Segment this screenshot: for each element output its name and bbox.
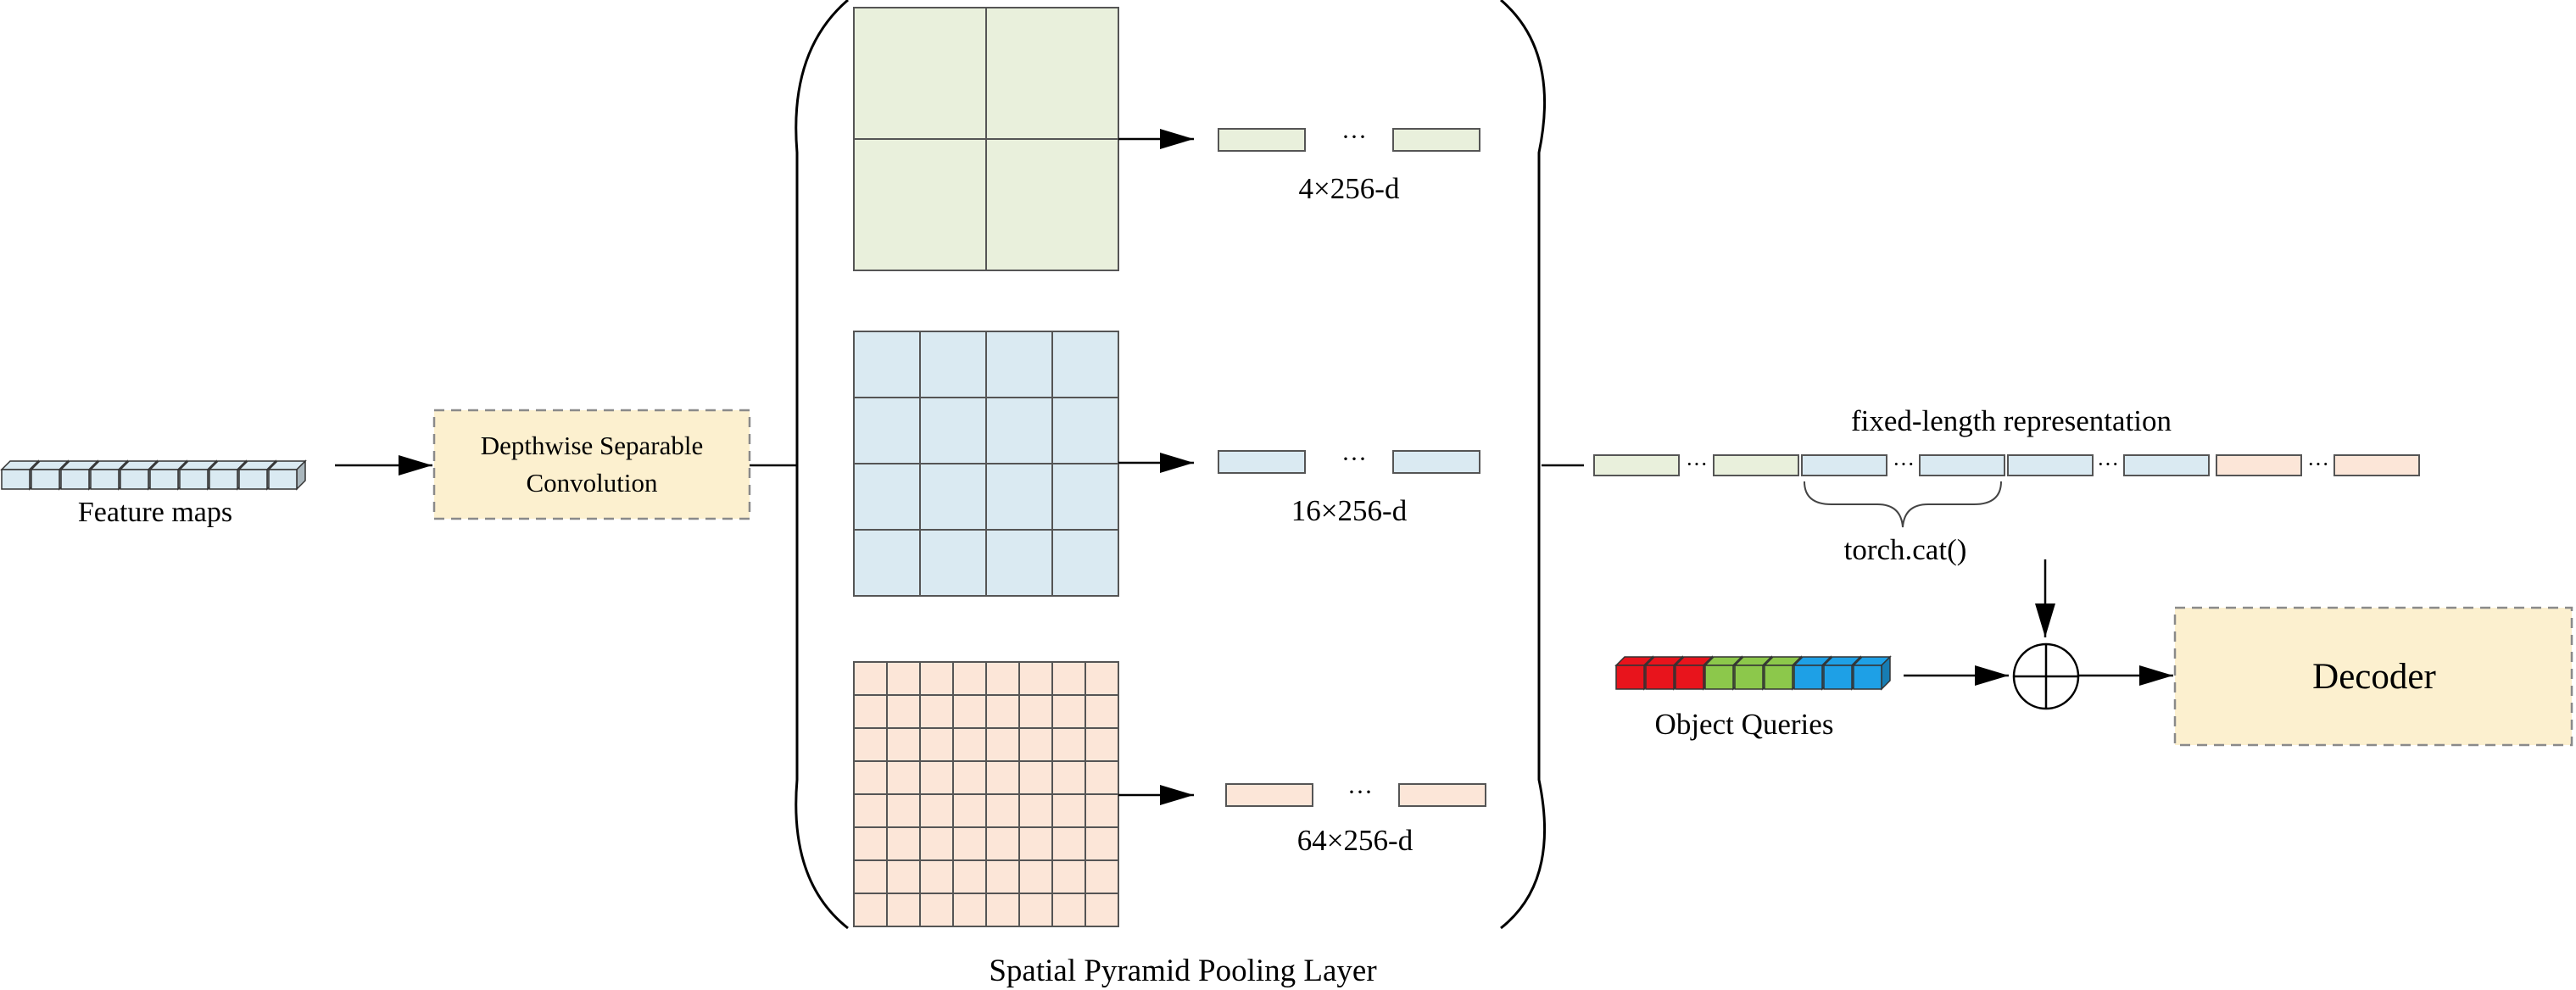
rep-green-1 xyxy=(1593,454,1680,476)
ellipsis-green: ··· xyxy=(1341,123,1367,151)
vector-blue-1 xyxy=(1218,450,1306,474)
rep-peach-2 xyxy=(2333,454,2420,476)
object-queries-cubes xyxy=(1614,655,1892,691)
object-query-cube xyxy=(1674,655,1714,691)
rep-blue-3 xyxy=(2007,454,2094,476)
object-query-cube xyxy=(1644,655,1684,691)
rep-blue-4 xyxy=(2123,454,2210,476)
label-16x256: 16×256-d xyxy=(1291,494,1408,527)
vector-blue-2 xyxy=(1392,450,1480,474)
ellipsis-peach: ··· xyxy=(1347,778,1373,806)
depthwise-conv-label-line1: Depthwise Separable xyxy=(481,431,704,460)
vector-green-2 xyxy=(1392,128,1480,152)
rep-blue-2 xyxy=(1919,454,2005,476)
label-64x256: 64×256-d xyxy=(1297,824,1413,857)
vector-peach-2 xyxy=(1398,783,1486,807)
rep-peach-1 xyxy=(2216,454,2302,476)
depthwise-conv-label-line2: Convolution xyxy=(526,468,658,498)
torch-cat-label: torch.cat() xyxy=(1844,533,1967,566)
depthwise-conv-box xyxy=(432,409,751,520)
rep-ellipsis-4: ··· xyxy=(2307,452,2329,476)
fixed-length-label: fixed-length representation xyxy=(1851,404,2172,437)
vector-green-1 xyxy=(1218,128,1306,152)
spp-layer-label: Spatial Pyramid Pooling Layer xyxy=(989,954,1376,988)
rep-ellipsis-2: ··· xyxy=(1893,452,1915,476)
torch-cat-brace xyxy=(1804,481,2002,528)
decoder-box xyxy=(2173,606,2573,747)
feature-map-cube xyxy=(267,459,307,491)
decoder-label: Decoder xyxy=(2312,657,2436,697)
ellipsis-blue: ··· xyxy=(1341,445,1367,473)
feature-maps-label: Feature maps xyxy=(78,497,232,528)
rep-ellipsis-1: ··· xyxy=(1686,452,1708,476)
rep-green-2 xyxy=(1713,454,1799,476)
circled-plus-icon xyxy=(2012,642,2080,710)
label-4x256: 4×256-d xyxy=(1299,172,1400,205)
feature-maps-cubes xyxy=(0,459,307,491)
grid-4x4 xyxy=(853,331,1119,597)
spp-left-paren xyxy=(795,0,849,930)
feature-map-cube xyxy=(0,459,40,491)
object-query-cube xyxy=(1822,655,1862,691)
rep-ellipsis-3: ··· xyxy=(2097,452,2119,476)
feature-map-cube xyxy=(119,459,159,491)
vector-peach-1 xyxy=(1225,783,1313,807)
spp-right-paren xyxy=(1500,0,1547,930)
grid-8x8 xyxy=(853,661,1119,927)
rep-blue-1 xyxy=(1801,454,1887,476)
object-queries-label: Object Queries xyxy=(1655,708,1834,741)
object-query-cube xyxy=(1852,655,1892,691)
grid-2x2 xyxy=(853,7,1119,271)
